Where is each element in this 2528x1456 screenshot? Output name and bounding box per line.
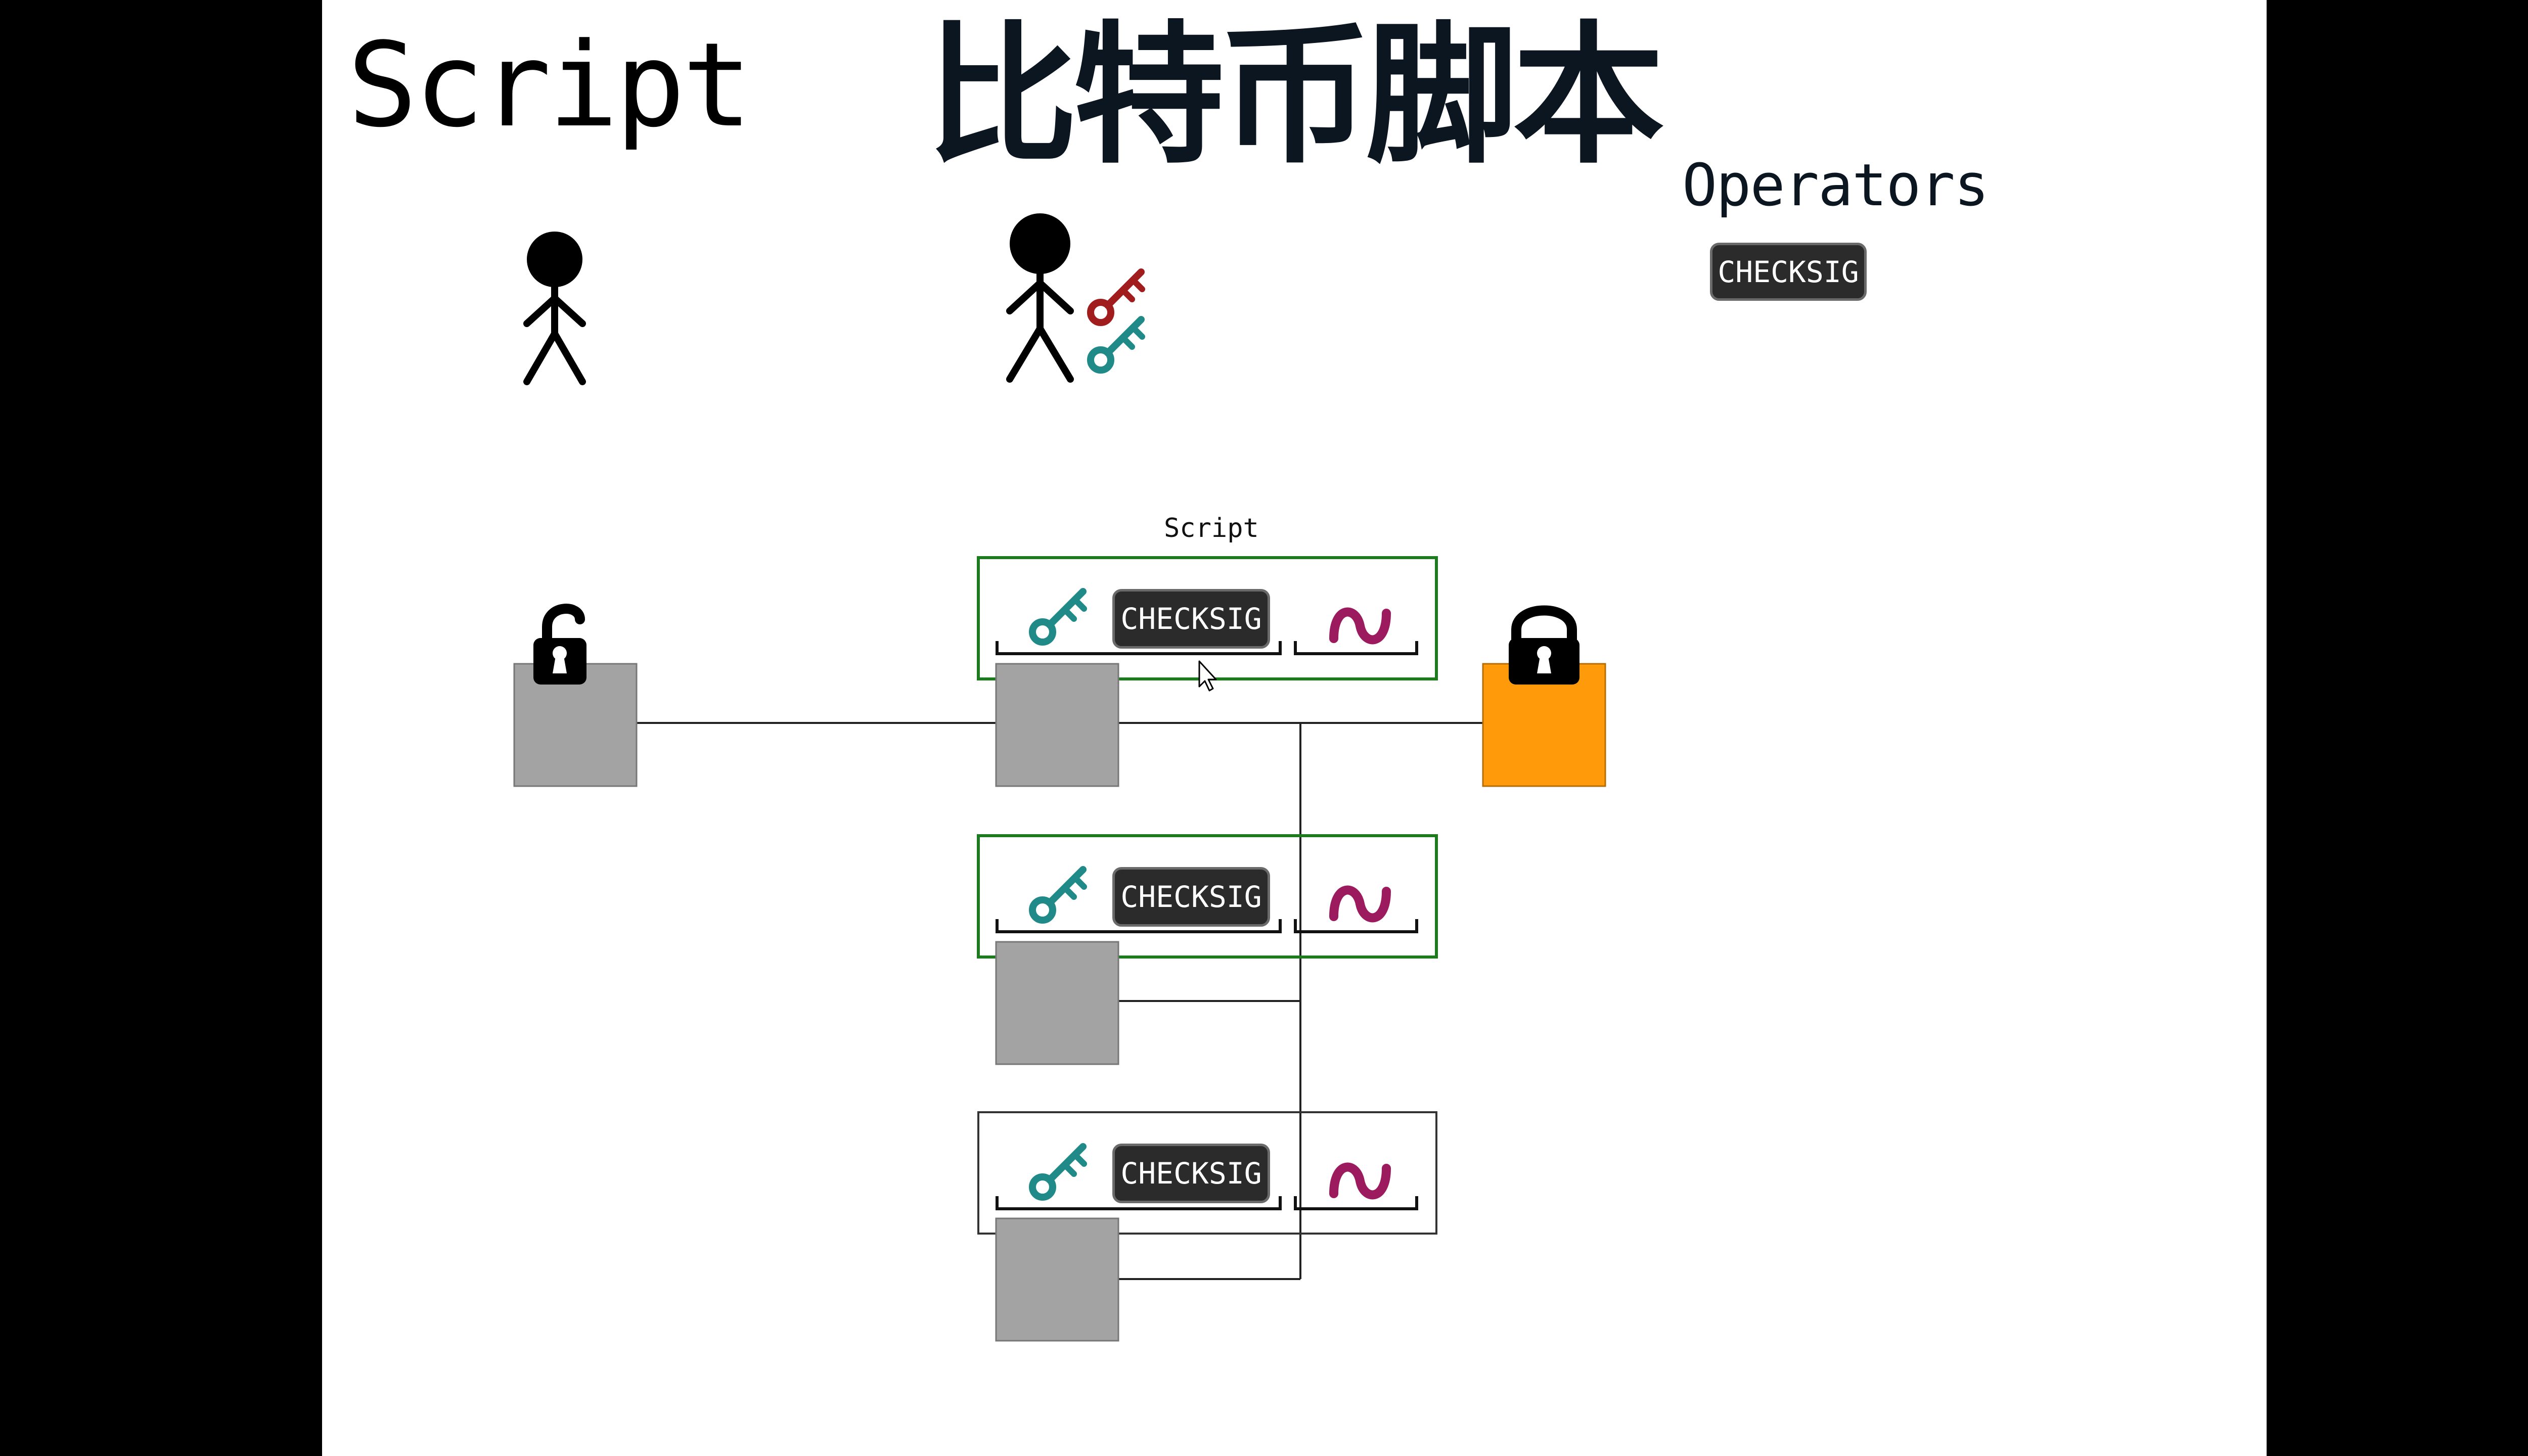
page-title: Script [347, 18, 752, 153]
stack-box [995, 663, 1119, 787]
chinese-title: 比特币脚本 [926, 8, 1664, 184]
checksig-op-row-2[interactable]: CHECKSIG [1112, 867, 1270, 927]
operator-checksig-button[interactable]: CHECKSIG [1710, 243, 1867, 301]
stack-box [995, 941, 1119, 1065]
operators-label: Operators [1682, 152, 1989, 219]
stick-figure-icon [523, 232, 586, 385]
signature-icon [1334, 890, 1386, 918]
key-icon [1032, 592, 1084, 642]
script-container [977, 834, 1438, 959]
key-icon [1091, 272, 1142, 323]
key-icon [1032, 1147, 1084, 1197]
padlock-closed-icon [1509, 605, 1579, 685]
key-icon [1032, 870, 1084, 920]
checksig-op-row-1[interactable]: CHECKSIG [1112, 589, 1270, 649]
stack-box [995, 1217, 1119, 1342]
diagram-canvas: Script 比特币脚本 Operators CHECKSIG [322, 0, 2267, 1456]
signature-icon [1334, 612, 1386, 640]
key-icon [1091, 320, 1142, 370]
signature-icon [1334, 1167, 1386, 1195]
padlock-open-icon [533, 604, 586, 685]
script-caption: Script [1164, 513, 1259, 543]
checksig-op-row-3[interactable]: CHECKSIG [1112, 1144, 1270, 1203]
script-container [977, 1111, 1437, 1235]
cursor-icon [1198, 660, 1217, 692]
diagram-graphics [513, 213, 1606, 1342]
connector-lines [637, 722, 1483, 1280]
stick-figure-icon [1006, 213, 1074, 383]
